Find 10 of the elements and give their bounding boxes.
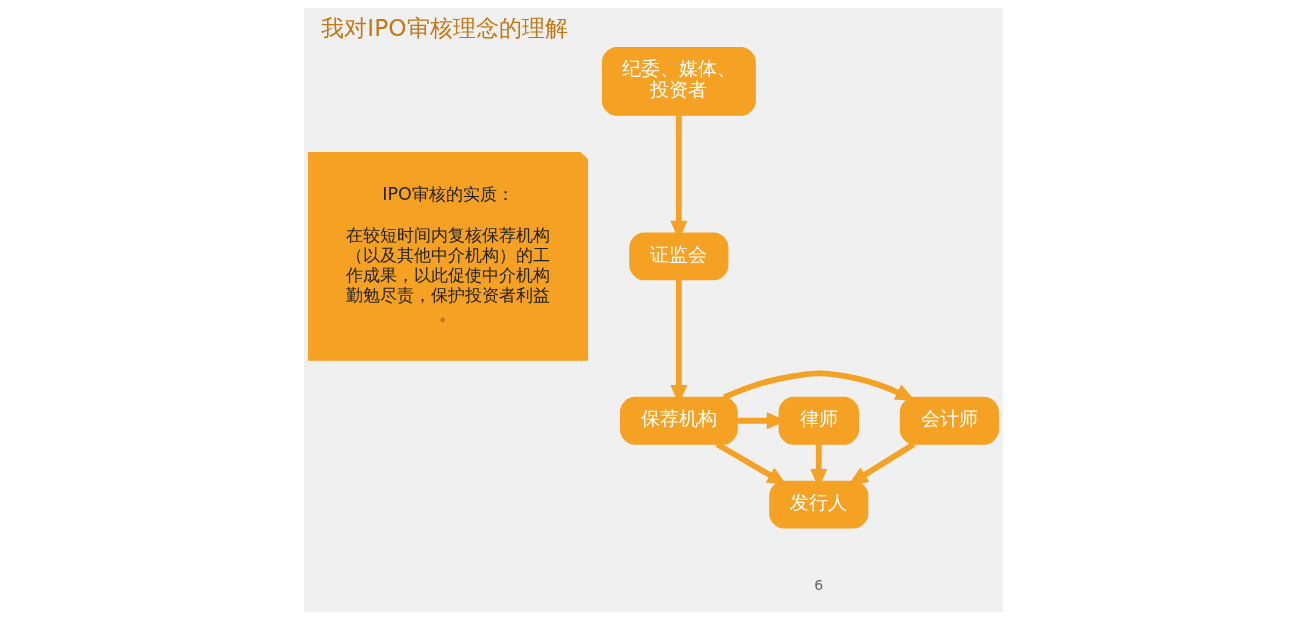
node-box: 纪委、媒体、投资者 — [601, 47, 756, 116]
arrow — [715, 441, 787, 485]
node-box: 证监会 — [629, 232, 729, 281]
node-box: 发行人 — [769, 480, 869, 529]
node-box: 保荐机构 — [619, 396, 738, 445]
arrow — [848, 441, 916, 486]
diagram-title: 我对IPO审核理念的理解 — [321, 14, 568, 41]
label: 6 — [814, 576, 824, 593]
node-box: 律师 — [778, 396, 859, 445]
node-box: 会计师 — [899, 396, 999, 445]
